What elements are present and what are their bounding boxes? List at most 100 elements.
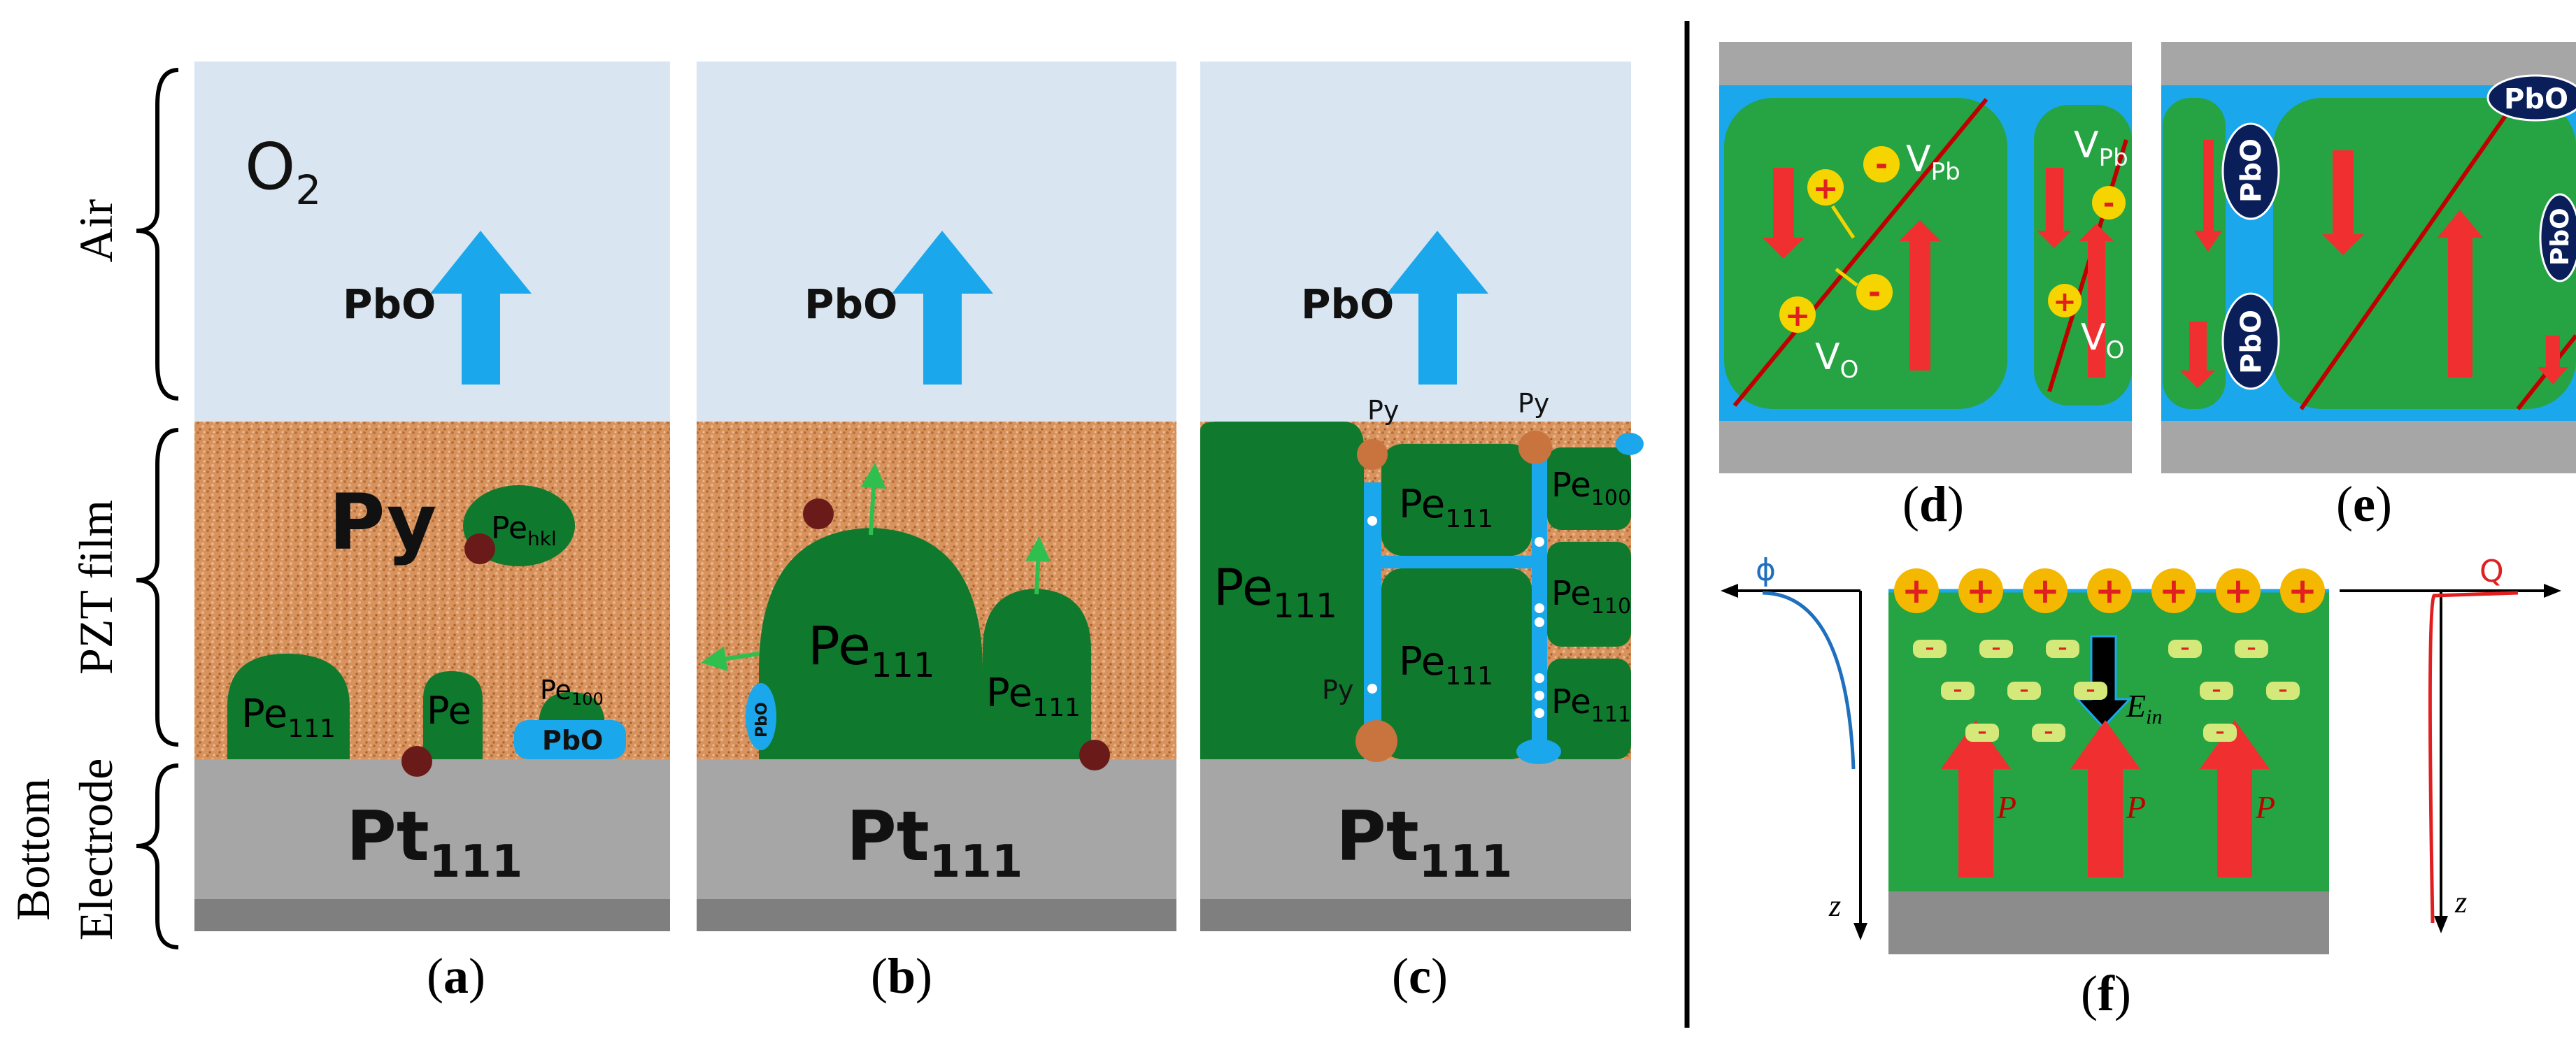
- up-arrow-icon: [2079, 224, 2114, 378]
- panel-f: ϕ z Ein P P P Q z: [1721, 552, 2561, 954]
- pbo-blob: [1516, 739, 1561, 764]
- pe-110-grain: [1547, 542, 1631, 647]
- caption-a: (a): [427, 948, 485, 1004]
- minus-sign: -: [1875, 147, 1888, 182]
- minus-sign: –: [1954, 680, 1963, 701]
- p-label: P: [1996, 789, 2016, 825]
- pe-111-mid-bottom-label: Pe111: [1399, 639, 1493, 691]
- down-arrow-icon: [2037, 168, 2072, 248]
- py-mid-label: Py: [1322, 675, 1353, 705]
- air-region: [1200, 62, 1631, 422]
- o2-label: O2: [245, 129, 321, 214]
- minus-sign: –: [2044, 722, 2054, 742]
- electrode-brace: [136, 763, 179, 949]
- plus-sign: +: [2095, 570, 2124, 611]
- domain-wall: [2299, 96, 2520, 410]
- electrode-top: [1719, 42, 2132, 85]
- negative-charge-icon: [2046, 640, 2079, 658]
- arrow-head: [1721, 584, 1738, 598]
- phi-label: ϕ: [1756, 552, 1776, 588]
- up-arrow-icon: [1387, 231, 1488, 385]
- bottom-label: Bottom: [6, 778, 59, 921]
- minus-sign: –: [2212, 680, 2221, 701]
- pe-111-right-grain: [1547, 659, 1631, 759]
- negative-charge-icon: [2203, 724, 2237, 742]
- up-arrow-icon: [430, 231, 532, 385]
- caption-e: (e): [2336, 476, 2392, 532]
- minus-charge-icon: [2092, 186, 2126, 220]
- plus-sign: +: [1813, 171, 1839, 206]
- pore-dot: [1535, 708, 1544, 718]
- arrow-head: [2544, 584, 2561, 598]
- pbo-small-label: PbO: [542, 725, 603, 756]
- minus-sign: –: [1992, 638, 2001, 659]
- down-arrow-icon: [2194, 140, 2222, 252]
- pe-111-label: Pe111: [241, 691, 336, 743]
- negative-charge-icon: [1913, 640, 1947, 658]
- polarization-arrow-icon: [2200, 720, 2270, 877]
- plus-charge-icon: [2048, 284, 2082, 317]
- surface-plus-charge-icon: [2023, 568, 2068, 613]
- surface-plus-charge-icon: [2151, 568, 2196, 613]
- minus-charge-icon: [1863, 146, 1900, 182]
- pe-100-grain: [1547, 447, 1631, 530]
- dot: [1079, 740, 1110, 770]
- z-label-right: z: [2454, 885, 2467, 919]
- pbo-label: PbO: [2235, 138, 2268, 203]
- pzt-brace: [136, 428, 179, 747]
- minus-sign: –: [2216, 722, 2225, 742]
- negative-charge-icon: [2168, 640, 2202, 658]
- q-curve: [2428, 591, 2519, 924]
- pbo-label: PbO: [343, 280, 436, 328]
- growth-arrow: [1025, 536, 1051, 595]
- pt-label: Pt111: [1336, 797, 1512, 888]
- pe-111-big-label: Pe111: [808, 615, 935, 685]
- minus-sign: –: [1926, 638, 1935, 659]
- e-in-label: Ein: [2126, 688, 2162, 728]
- electrode-bottom: [2161, 421, 2576, 473]
- down-arrow-icon: [2322, 150, 2364, 255]
- pe-grain: [423, 671, 483, 759]
- negative-charge-icon: [2200, 682, 2233, 700]
- plus-sign: +: [2223, 570, 2253, 611]
- p-label: P: [2126, 789, 2146, 825]
- caption-f: (f): [2081, 966, 2131, 1021]
- pt-label: Pt111: [846, 797, 1023, 888]
- minus-sign: –: [2247, 638, 2256, 659]
- caption-c: (c): [1392, 948, 1448, 1004]
- panel-e: PbO PbO PbO PbO: [2161, 42, 2576, 473]
- pore-dot: [1367, 516, 1377, 526]
- pbo-channel: [1364, 482, 1381, 759]
- grain-left: [1724, 98, 2007, 409]
- py-top1-label: Py: [1367, 395, 1399, 426]
- pe-111-small-grain: [983, 589, 1091, 759]
- pe-111-left-label: Pe111: [1214, 558, 1337, 626]
- negative-charge-icon: [2266, 682, 2300, 700]
- pt-label: Pt111: [346, 797, 522, 888]
- dot: [401, 746, 432, 777]
- air-brace: [136, 68, 179, 401]
- plus-sign: +: [1902, 570, 1931, 611]
- electrode-block: [1888, 891, 2329, 954]
- side-labels: Air PZT film Bottom Electrode: [6, 68, 179, 949]
- surface-plus-charge-icon: [2216, 568, 2261, 613]
- dot: [803, 498, 834, 529]
- pe-hkl-label: Pehkl: [491, 510, 557, 550]
- negative-charge-icon: [2032, 724, 2065, 742]
- pore-dot: [1535, 691, 1544, 701]
- migration-arrow: [1830, 205, 1856, 239]
- pbo-layer: [1381, 556, 1532, 568]
- plus-sign: +: [2159, 570, 2189, 611]
- pe-111-grain: [227, 654, 350, 759]
- pore-dot: [1535, 617, 1544, 627]
- minus-sign: –: [1978, 722, 1987, 742]
- electrode-bottom: [1719, 421, 2132, 473]
- pbo-inclusion: [2486, 74, 2576, 122]
- electrode-top: [2161, 42, 2576, 85]
- pbo-side-blob: [746, 683, 776, 750]
- pe-111-right-label: Pe111: [1551, 682, 1631, 727]
- v-pb-right-label: VPb: [2074, 124, 2128, 172]
- pbo-label: PbO: [2546, 208, 2575, 266]
- v-pb-label: VPb: [1906, 138, 1961, 186]
- pore-dot: [1535, 537, 1544, 547]
